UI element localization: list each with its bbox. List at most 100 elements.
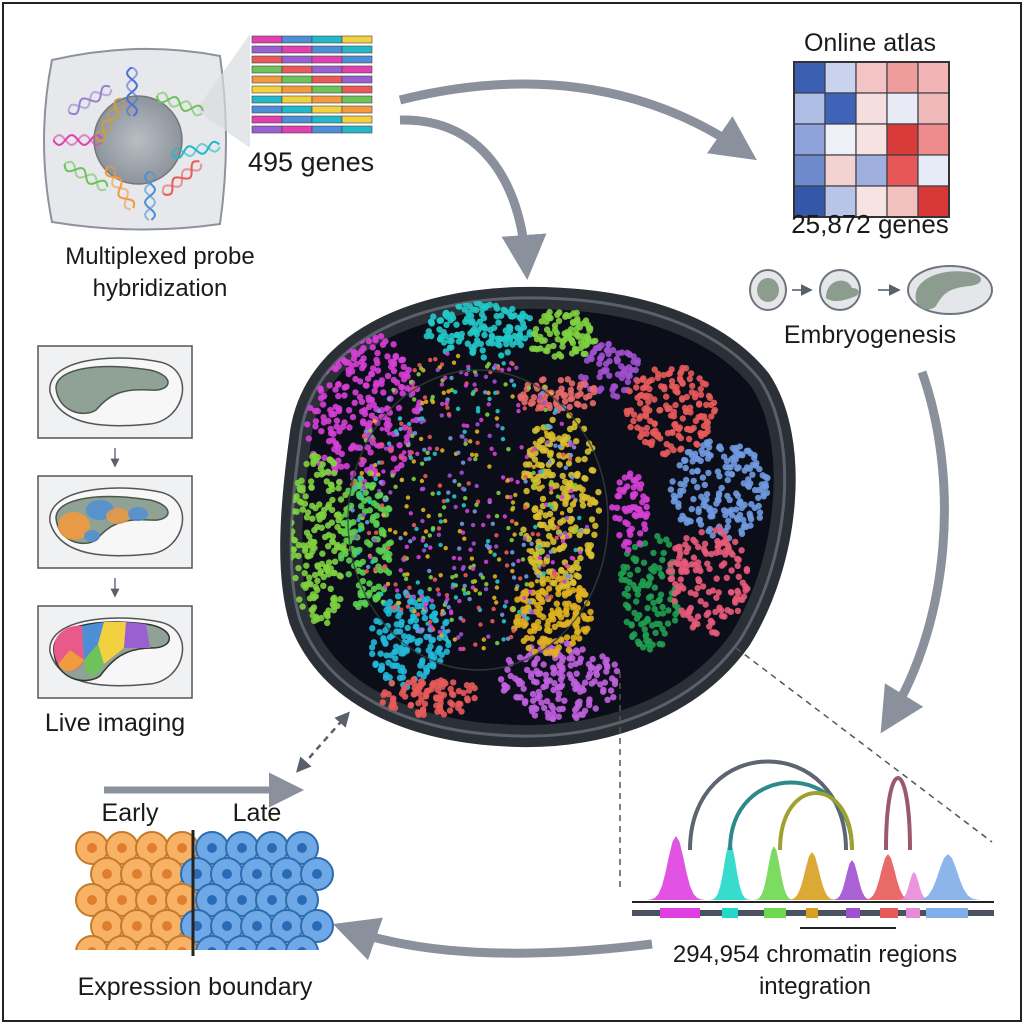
cell-dot bbox=[574, 315, 581, 323]
cell-dot bbox=[611, 661, 618, 668]
cell-dot bbox=[312, 423, 319, 430]
cell-dot bbox=[471, 390, 476, 395]
cell-dot bbox=[379, 547, 387, 554]
cell-dot bbox=[630, 411, 638, 418]
cell-dot bbox=[538, 376, 546, 384]
cell-dot bbox=[492, 574, 498, 579]
cell-nucleus bbox=[162, 869, 172, 879]
cell-dot bbox=[555, 494, 561, 499]
cell-dot bbox=[565, 331, 572, 338]
cell-dot bbox=[660, 549, 667, 557]
cell-nucleus bbox=[297, 947, 307, 950]
cell-dot bbox=[500, 612, 505, 617]
cell-dot bbox=[692, 417, 700, 424]
cell-dot bbox=[553, 443, 558, 448]
cell-dot bbox=[497, 312, 505, 319]
cell-dot bbox=[404, 504, 409, 509]
cell-dot bbox=[694, 467, 701, 475]
cell-dot bbox=[686, 606, 693, 613]
cell-dot bbox=[487, 498, 492, 503]
barcode-segment bbox=[251, 35, 283, 44]
spatial-cell-clusters bbox=[291, 299, 771, 722]
cell-dot bbox=[569, 488, 574, 494]
cell-dot bbox=[538, 521, 545, 529]
cell-dot bbox=[443, 648, 450, 655]
cell-dot bbox=[368, 428, 373, 433]
cell-dot bbox=[736, 443, 743, 450]
cell-dot bbox=[576, 531, 583, 539]
barcode-segment bbox=[251, 105, 283, 114]
cell-dot bbox=[500, 436, 506, 442]
cell-dot bbox=[529, 690, 537, 698]
cell-dot bbox=[530, 394, 538, 401]
cell-dot bbox=[715, 490, 723, 497]
cell-dot bbox=[323, 478, 330, 485]
cell-dot bbox=[473, 642, 478, 647]
cell-dot bbox=[551, 623, 558, 630]
cell-dot bbox=[636, 511, 643, 518]
cell-dot bbox=[720, 531, 728, 538]
chromatin-peak bbox=[788, 852, 836, 900]
cell-dot bbox=[530, 560, 537, 567]
cell-dot bbox=[696, 400, 703, 407]
cell-dot bbox=[411, 459, 416, 464]
cell-dot bbox=[366, 541, 373, 548]
cell-dot bbox=[651, 584, 658, 591]
cell-dot bbox=[510, 507, 515, 512]
cell-dot bbox=[570, 634, 577, 641]
cell-dot bbox=[398, 536, 403, 541]
cell-dot bbox=[485, 412, 490, 417]
cell-dot bbox=[521, 699, 529, 707]
cell-dot bbox=[460, 689, 467, 697]
cell-dot bbox=[403, 531, 408, 536]
cell-nucleus bbox=[222, 869, 232, 879]
cell-dot bbox=[584, 321, 592, 329]
cell-dot bbox=[304, 509, 312, 516]
cell-dot bbox=[504, 666, 511, 673]
cell-dot bbox=[419, 366, 424, 371]
cell-dot bbox=[697, 429, 704, 437]
cell-dot bbox=[536, 573, 541, 579]
cell-dot bbox=[404, 544, 409, 549]
cell-dot bbox=[657, 591, 665, 598]
cell-dot bbox=[302, 493, 309, 500]
cell-dot bbox=[579, 646, 586, 653]
cell-dot bbox=[371, 387, 378, 395]
cell-dot bbox=[414, 639, 421, 646]
cell-dot bbox=[734, 607, 742, 615]
cell-dot bbox=[681, 404, 689, 412]
cell-dot bbox=[555, 590, 562, 598]
cell-dot bbox=[408, 393, 414, 398]
cell-dot bbox=[411, 594, 417, 599]
dna-probe-icons bbox=[53, 67, 221, 221]
cell-dot bbox=[641, 393, 649, 401]
cell-dot bbox=[538, 699, 545, 706]
cell-dot bbox=[370, 559, 375, 565]
chromatin-region-marker bbox=[926, 908, 968, 918]
cell-dot bbox=[632, 504, 639, 511]
cell-dot bbox=[679, 563, 686, 570]
cell-dot bbox=[554, 336, 561, 343]
cell-dot bbox=[464, 371, 469, 377]
cell-dot bbox=[433, 357, 438, 362]
cell-dot bbox=[493, 363, 498, 368]
cell-dot bbox=[558, 636, 565, 643]
cell-dot bbox=[326, 456, 333, 463]
barcode-segment bbox=[311, 105, 343, 114]
arrow-to-tissue bbox=[399, 115, 547, 280]
cell-dot bbox=[369, 365, 377, 372]
cell-dot bbox=[473, 456, 478, 462]
cell-dot bbox=[348, 362, 356, 369]
cell-dot bbox=[672, 559, 679, 566]
cell-dot bbox=[327, 585, 334, 592]
cell-dot bbox=[688, 561, 695, 568]
cell-dot bbox=[546, 314, 553, 322]
cell-dot bbox=[707, 513, 714, 520]
barcode-segment bbox=[281, 35, 313, 44]
cell-dot bbox=[448, 436, 453, 441]
cell-dot bbox=[440, 625, 445, 630]
cell-dot bbox=[361, 407, 368, 414]
cell-dot bbox=[679, 395, 686, 402]
cell-dot bbox=[463, 383, 469, 388]
cell-dot bbox=[498, 352, 505, 359]
